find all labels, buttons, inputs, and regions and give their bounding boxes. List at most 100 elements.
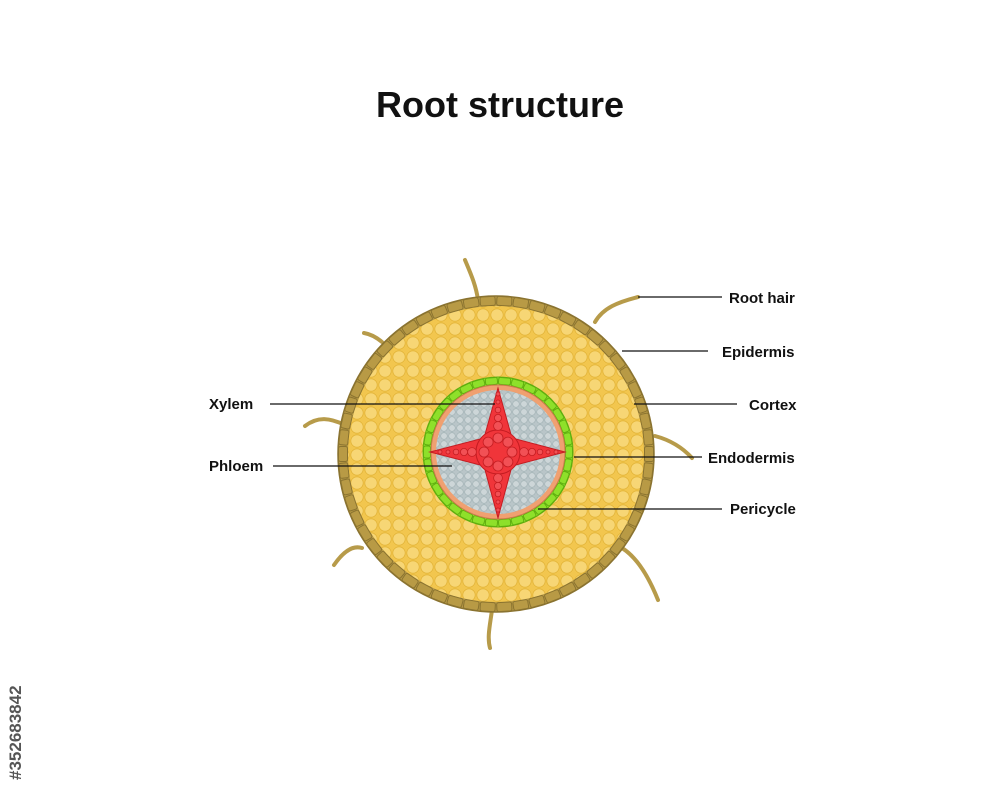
cell — [528, 595, 546, 608]
cell — [446, 300, 464, 313]
xylem-cell — [493, 421, 503, 431]
epidermis-cells — [338, 295, 654, 613]
cell — [586, 562, 604, 579]
cell — [573, 319, 591, 336]
xylem-cell — [437, 449, 443, 455]
label-root-hair: Root hair — [729, 290, 795, 307]
root-hair — [332, 545, 364, 567]
xylem-cells — [437, 391, 559, 513]
stock-image-id-text: #352683842 — [6, 685, 25, 780]
xylem-cell — [445, 449, 451, 455]
label-endodermis: Endodermis — [708, 450, 795, 467]
cell — [357, 524, 373, 542]
cell — [376, 551, 394, 568]
root-hair — [362, 331, 384, 344]
root-hair — [486, 608, 494, 650]
cell — [479, 295, 496, 307]
cell — [479, 601, 496, 613]
cell — [415, 311, 433, 327]
xylem-cell — [478, 446, 490, 458]
xylem-cell — [492, 460, 504, 472]
cell — [512, 599, 530, 611]
label-xylem: Xylem — [209, 396, 253, 413]
cell — [619, 524, 635, 542]
cell — [634, 494, 648, 512]
root-hair — [593, 295, 640, 324]
xylem-cell — [467, 447, 477, 457]
root-hair — [653, 434, 694, 460]
root-hair — [303, 417, 347, 428]
xylem-cell — [494, 490, 502, 498]
xylem-cell — [545, 449, 551, 455]
cell — [627, 509, 642, 527]
xylem-cell — [459, 447, 468, 456]
xylem-cell — [493, 413, 502, 422]
cell — [357, 366, 373, 384]
xylem-cell — [495, 399, 501, 405]
xylem-cell — [506, 446, 518, 458]
xylem-cell — [553, 449, 559, 455]
diagram-title: Root structure — [375, 84, 624, 125]
cell — [340, 412, 353, 430]
cell — [462, 599, 480, 611]
xylem-cell — [492, 432, 504, 444]
xylem-cell — [528, 447, 537, 456]
cell — [426, 419, 438, 434]
cell — [484, 376, 499, 386]
xylem-cell — [519, 447, 529, 457]
xylem-cell — [482, 436, 494, 448]
cell — [619, 366, 635, 384]
cell — [401, 572, 419, 589]
xylem-cell — [495, 507, 501, 513]
label-phloem: Phloem — [209, 458, 263, 475]
root-hair — [620, 546, 660, 602]
cell — [439, 493, 452, 507]
cell — [644, 446, 654, 462]
label-pericycle: Pericycle — [730, 501, 796, 518]
cell — [366, 538, 383, 555]
stock-image-id: #352683842 — [6, 560, 32, 780]
cell — [338, 446, 348, 462]
leader-lines — [270, 296, 737, 510]
xylem-cell — [536, 448, 544, 456]
cell — [609, 353, 626, 370]
cell — [415, 581, 433, 597]
cell — [430, 305, 448, 319]
label-epidermis: Epidermis — [722, 344, 795, 361]
label-cortex: Cortex — [749, 397, 797, 414]
cell — [366, 353, 383, 370]
cell — [430, 589, 448, 603]
cell — [350, 381, 365, 399]
cell — [512, 297, 530, 309]
cell — [497, 518, 512, 528]
cell — [642, 462, 654, 479]
cell — [559, 311, 577, 327]
root-hair — [463, 258, 480, 302]
xylem-cell — [495, 391, 501, 397]
cell — [559, 581, 577, 597]
cell — [544, 305, 562, 319]
xylem-cell — [502, 436, 514, 448]
cell — [388, 329, 406, 346]
cell — [350, 509, 365, 527]
cell — [586, 329, 604, 346]
cell — [639, 412, 652, 430]
cell — [544, 589, 562, 603]
cell — [496, 295, 513, 307]
cell — [484, 518, 499, 528]
cell — [573, 572, 591, 589]
xylem-cell — [482, 456, 494, 468]
cell — [528, 300, 546, 313]
cell — [598, 551, 616, 568]
cell — [344, 494, 358, 512]
cell — [401, 319, 419, 336]
cell — [338, 429, 350, 446]
xylem-cell — [493, 473, 503, 483]
xylem-cell — [502, 456, 514, 468]
xylem-cell — [494, 406, 502, 414]
cell — [497, 376, 512, 386]
cell — [609, 538, 626, 555]
xylem-cell — [495, 499, 501, 505]
cell — [446, 595, 464, 608]
